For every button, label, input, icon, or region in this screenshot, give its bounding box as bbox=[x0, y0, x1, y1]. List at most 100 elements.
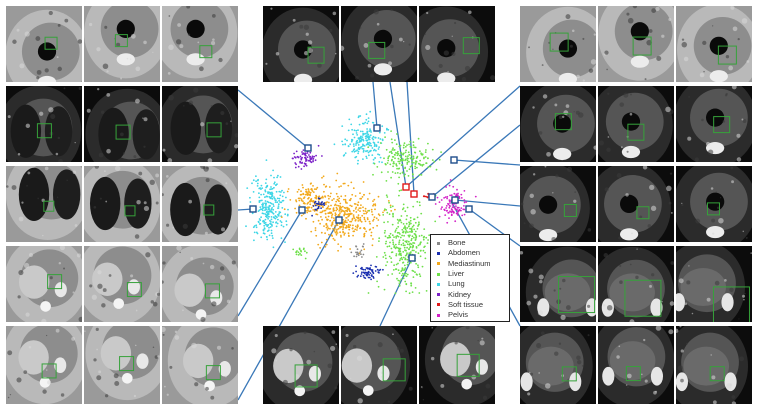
embedding-point bbox=[401, 274, 403, 277]
embedding-point bbox=[414, 271, 416, 274]
legend-label: Lung bbox=[448, 279, 465, 289]
embedding-point bbox=[346, 139, 348, 142]
embedding-point bbox=[417, 264, 419, 267]
embedding-point bbox=[259, 199, 262, 202]
embedding-point bbox=[356, 162, 359, 165]
embedding-point bbox=[388, 234, 391, 237]
embedding-point bbox=[277, 203, 280, 206]
embedding-point bbox=[379, 156, 382, 159]
embedding-point bbox=[353, 217, 356, 220]
embedding-point bbox=[394, 139, 396, 142]
connector-line bbox=[431, 124, 521, 198]
embedding-point bbox=[377, 148, 380, 150]
embedding-point bbox=[270, 202, 273, 205]
embedding-point bbox=[376, 268, 379, 271]
embedding-point bbox=[391, 141, 394, 144]
embedding-point bbox=[317, 205, 320, 208]
embedding-point bbox=[348, 235, 350, 238]
lesion-bounding-box bbox=[625, 366, 641, 382]
embedding-point bbox=[327, 194, 330, 197]
embedding-point bbox=[342, 182, 345, 185]
embedding-point bbox=[272, 203, 275, 206]
embedding-point bbox=[313, 155, 316, 158]
embedding-point bbox=[385, 240, 388, 243]
embedding-point bbox=[407, 261, 409, 264]
embedding-point bbox=[457, 194, 459, 197]
embedding-point bbox=[344, 138, 347, 141]
embedding-point bbox=[361, 130, 364, 133]
embedding-point bbox=[410, 239, 413, 242]
embedding-point bbox=[270, 188, 273, 191]
embedding-point bbox=[388, 155, 391, 157]
embedding-point bbox=[281, 195, 284, 198]
embedding-point bbox=[349, 199, 352, 202]
embedding-point bbox=[311, 156, 313, 159]
embedding-point bbox=[407, 151, 410, 154]
embedding-point bbox=[344, 207, 347, 210]
embedding-point bbox=[411, 235, 414, 238]
embedding-point bbox=[300, 254, 303, 256]
embedding-point bbox=[326, 225, 329, 228]
embedding-point bbox=[355, 255, 358, 258]
ct-scan-tile bbox=[598, 246, 674, 322]
ct-scan-tile bbox=[84, 6, 160, 82]
embedding-point bbox=[297, 197, 300, 200]
embedding-point bbox=[354, 228, 357, 231]
embedding-point bbox=[413, 249, 415, 252]
embedding-point bbox=[399, 159, 402, 162]
embedding-point bbox=[361, 145, 364, 147]
embedding-point bbox=[295, 150, 298, 153]
embedding-point bbox=[372, 271, 374, 274]
embedding-point bbox=[355, 211, 358, 213]
embedding-point bbox=[399, 219, 402, 222]
embedding-point bbox=[316, 213, 319, 216]
embedding-point bbox=[357, 116, 360, 119]
embedding-point bbox=[270, 211, 273, 213]
ct-slice-image bbox=[84, 326, 160, 404]
embedding-point bbox=[285, 223, 288, 226]
embedding-point bbox=[427, 142, 429, 145]
ct-scan-tile bbox=[520, 246, 596, 322]
embedding-point bbox=[266, 238, 269, 241]
embedding-point bbox=[265, 224, 268, 226]
embedding-point bbox=[406, 240, 408, 242]
ct-scan-tile bbox=[676, 166, 752, 242]
embedding-point bbox=[422, 195, 425, 198]
embedding-point bbox=[368, 192, 371, 195]
embedding-point bbox=[278, 199, 280, 202]
embedding-point bbox=[345, 201, 347, 204]
embedding-point bbox=[272, 208, 275, 211]
embedding-point bbox=[370, 149, 372, 152]
ct-slice-image bbox=[84, 246, 160, 322]
embedding-point bbox=[400, 156, 402, 159]
embedding-point bbox=[270, 186, 272, 188]
embedding-point bbox=[406, 157, 409, 160]
ct-scan-tile bbox=[341, 6, 417, 82]
embedding-point bbox=[387, 200, 390, 202]
embedding-point bbox=[367, 292, 370, 294]
ct-scan-tile bbox=[84, 246, 160, 322]
legend-item: Liver bbox=[437, 269, 509, 279]
embedding-point bbox=[352, 143, 355, 146]
embedding-point bbox=[422, 238, 425, 241]
embedding-point bbox=[371, 269, 374, 271]
embedding-point bbox=[355, 251, 357, 254]
embedding-point bbox=[332, 207, 335, 210]
embedding-point bbox=[264, 200, 267, 202]
embedding-point bbox=[339, 202, 342, 205]
embedding-point bbox=[347, 219, 350, 221]
embedding-point bbox=[329, 219, 331, 222]
embedding-point bbox=[365, 274, 368, 277]
embedding-point bbox=[456, 211, 459, 214]
embedding-point bbox=[259, 222, 262, 225]
ct-scan-tile bbox=[162, 326, 238, 404]
embedding-point bbox=[269, 222, 271, 225]
embedding-point bbox=[308, 194, 311, 196]
embedding-point bbox=[443, 197, 445, 199]
embedding-point bbox=[319, 222, 321, 225]
embedding-point bbox=[397, 222, 399, 224]
embedding-point bbox=[373, 142, 376, 144]
embedding-point bbox=[299, 252, 301, 255]
embedding-point bbox=[332, 228, 334, 230]
ct-scan-tile bbox=[6, 166, 82, 242]
